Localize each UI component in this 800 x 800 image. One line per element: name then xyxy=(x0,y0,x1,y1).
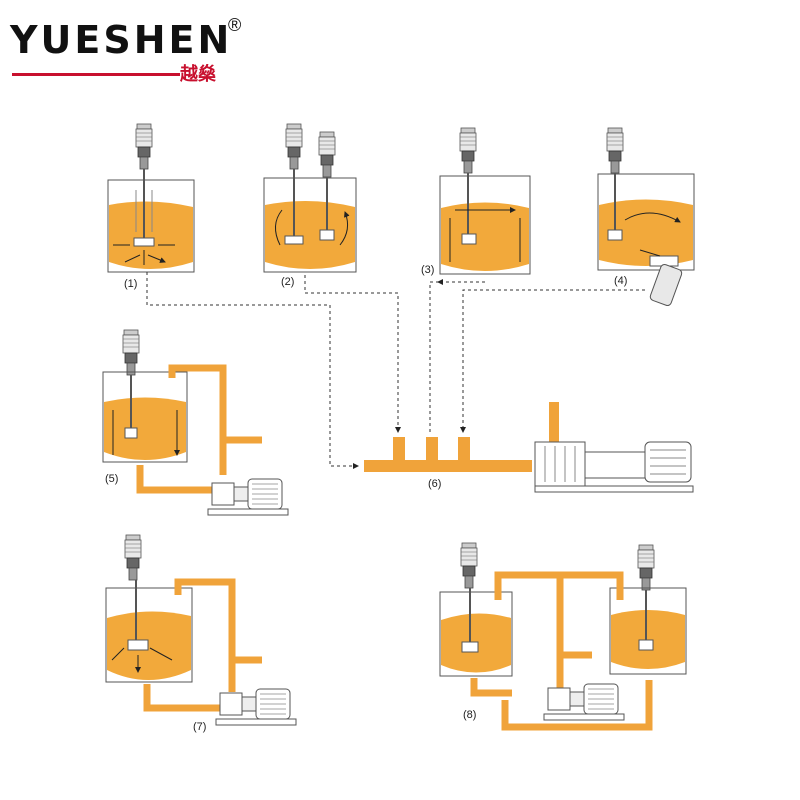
label-6: (6) xyxy=(428,478,441,490)
label-1: (1) xyxy=(124,278,137,290)
diagram-4: (4) xyxy=(597,127,695,306)
brand-name: YUESHEN xyxy=(10,18,233,62)
label-7: (7) xyxy=(193,721,206,733)
label-3: (3) xyxy=(421,264,434,276)
diagram-7: (7) xyxy=(105,534,297,733)
dashed-connectors xyxy=(146,272,645,469)
registered-mark: ® xyxy=(228,15,242,35)
diagram-1: (1) xyxy=(107,123,195,290)
label-8: (8) xyxy=(463,709,476,721)
label-2: (2) xyxy=(281,276,294,288)
diagram-6: (6) xyxy=(364,402,694,493)
diagram-2: (2) xyxy=(263,123,357,288)
label-5: (5) xyxy=(105,473,118,485)
brand-chinese-name: 越燊 xyxy=(180,64,216,85)
label-4: (4) xyxy=(614,275,627,287)
diagram-3: (3) xyxy=(421,127,531,276)
brand-logo: YUESHEN ® 越燊 xyxy=(10,14,250,94)
diagram-8: (8) xyxy=(439,542,687,731)
diagram-5: (5) xyxy=(102,329,289,516)
brand-underline xyxy=(12,73,180,76)
